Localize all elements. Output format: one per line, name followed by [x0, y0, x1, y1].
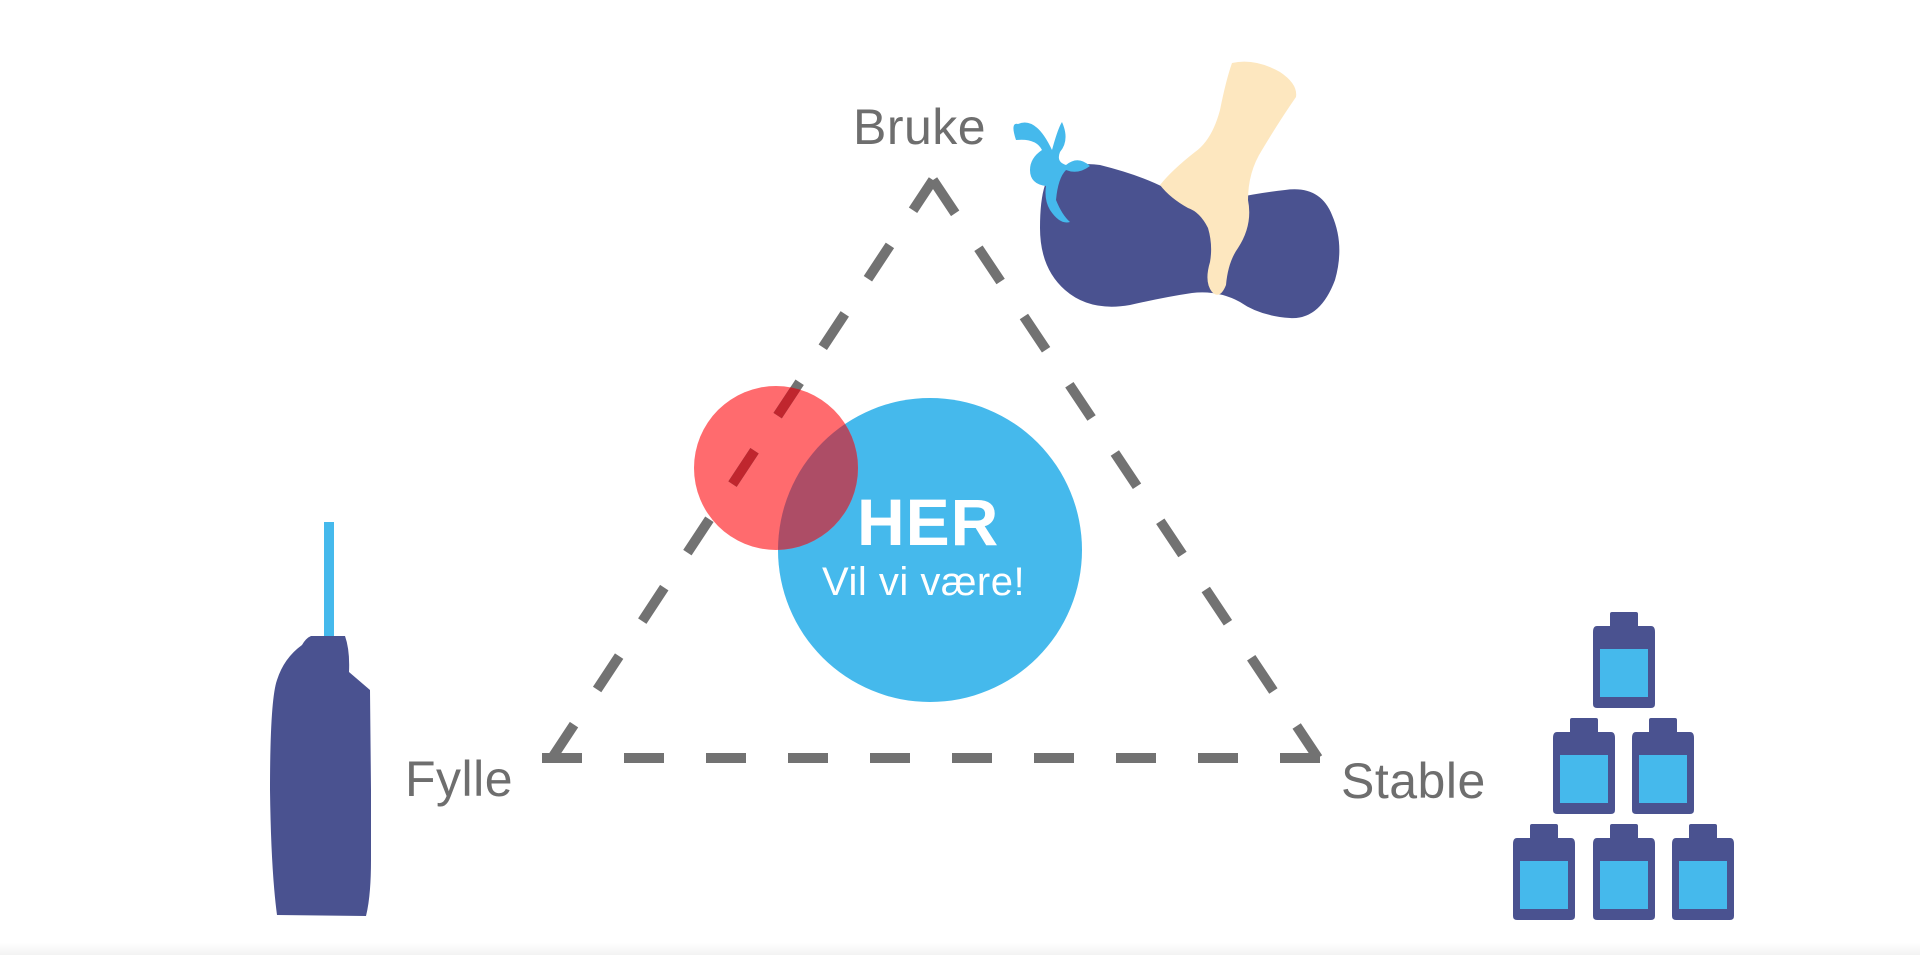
bottle-with-tube-icon — [270, 522, 371, 916]
vertex-label-stable: Stable — [1341, 753, 1486, 809]
stacked-bottles-icon — [1513, 612, 1734, 920]
stacked-bottle — [1553, 718, 1615, 814]
edge-right — [928, 177, 1323, 761]
target-subtitle: Vil vi være! — [822, 560, 1026, 604]
stacked-bottle — [1593, 824, 1655, 920]
triangle-edges — [542, 177, 1323, 763]
edge-left-overlap — [694, 386, 858, 550]
target-title: HER — [857, 485, 1000, 559]
stacked-bottle — [1672, 824, 1734, 920]
stacked-bottle — [1593, 612, 1655, 708]
vertex-label-bruke: Bruke — [853, 99, 987, 155]
hand-squeezing-bottle-icon — [1013, 61, 1340, 319]
bottom-shadow — [0, 943, 1920, 955]
vertex-label-fylle: Fylle — [405, 751, 514, 807]
circle-overlap — [778, 398, 858, 550]
stacked-bottle — [1632, 718, 1694, 814]
stacked-bottle — [1513, 824, 1575, 920]
